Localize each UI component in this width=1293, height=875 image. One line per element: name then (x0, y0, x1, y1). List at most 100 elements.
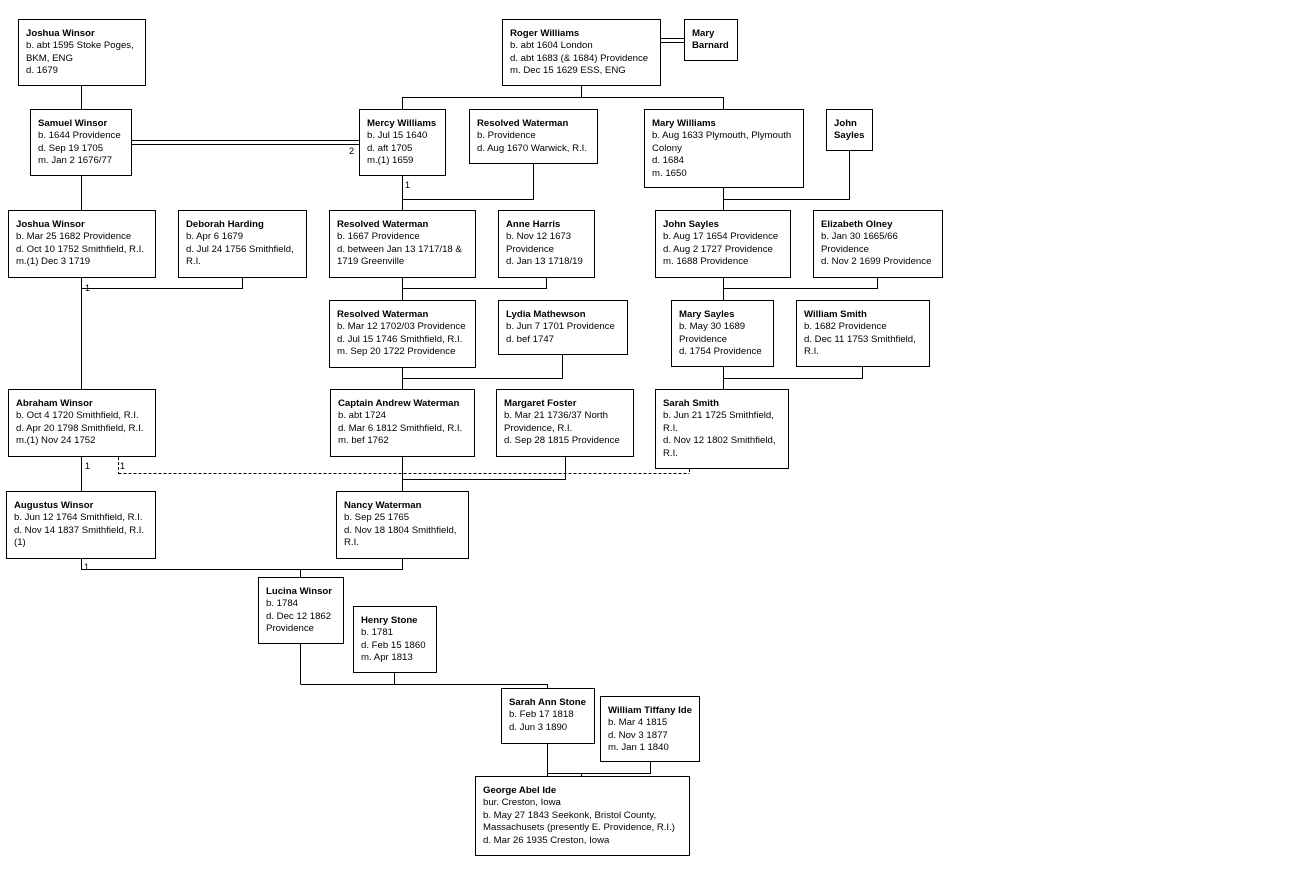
person-box-john-sayles[interactable]: John Sayles b. Aug 17 1654 Providence d.… (655, 210, 791, 278)
person-detail: m.(1) Nov 24 1752 (16, 435, 96, 447)
person-box-joshua-winsor-1595[interactable]: Joshua Winsor b. abt 1595 Stoke Poges, B… (18, 19, 146, 86)
person-detail: b. Mar 4 1815 (608, 717, 668, 729)
person-box-sarah-ann-stone[interactable]: Sarah Ann Stone b. Feb 17 1818 d. Jun 3 … (501, 688, 595, 744)
person-detail: R.I. (663, 422, 678, 434)
person-detail: b. 1784 (266, 598, 299, 610)
person-detail: d. Nov 2 1699 Providence (821, 256, 932, 268)
person-detail: m. Jan 1 1840 (608, 742, 669, 754)
person-detail: Providence (821, 243, 869, 255)
marriage-index-label: 1 (84, 562, 90, 572)
person-detail: b. 1682 Providence (804, 321, 887, 333)
person-box-deborah-harding[interactable]: Deborah Harding b. Apr 6 1679 d. Jul 24 … (178, 210, 307, 278)
person-box-resolved-waterman-1667[interactable]: Resolved Waterman b. 1667 Providence d. … (329, 210, 476, 278)
marriage-index-label: 1 (85, 461, 91, 471)
person-detail: d. between Jan 13 1717/18 & (337, 243, 462, 255)
person-box-roger-williams[interactable]: Roger Williams b. abt 1604 London d. abt… (502, 19, 661, 86)
person-detail: d. Oct 10 1752 Smithfield, R.I. (16, 243, 144, 255)
person-detail: R.I. (804, 346, 819, 358)
person-box-resolved-waterman-1702[interactable]: Resolved Waterman b. Mar 12 1702/03 Prov… (329, 300, 476, 368)
person-name: Henry Stone (361, 615, 418, 626)
person-box-sarah-smith[interactable]: Sarah Smith b. Jun 21 1725 Smithfield, R… (655, 389, 789, 469)
person-detail: m. 1650 (652, 167, 687, 179)
person-name: Margaret Foster (504, 398, 577, 409)
person-box-captain-andrew-waterman[interactable]: Captain Andrew Waterman b. abt 1724 d. M… (330, 389, 475, 457)
person-name: Lydia Mathewson (506, 309, 586, 320)
person-detail: d. Dec 11 1753 Smithfield, (804, 333, 916, 345)
person-detail: bur. Creston, Iowa (483, 797, 561, 809)
person-detail: b. Aug 1633 Plymouth, Plymouth (652, 130, 792, 142)
person-box-lucina-winsor[interactable]: Lucina Winsor b. 1784 d. Dec 12 1862 Pro… (258, 577, 344, 644)
person-box-william-tiffany-ide[interactable]: William Tiffany Ide b. Mar 4 1815 d. Nov… (600, 696, 700, 762)
person-detail: Providence, R.I. (504, 422, 573, 434)
person-box-elizabeth-olney[interactable]: Elizabeth Olney b. Jan 30 1665/66 Provid… (813, 210, 943, 278)
person-detail: m.(1) Dec 3 1719 (16, 256, 91, 268)
person-box-mary-sayles[interactable]: Mary Sayles b. May 30 1689 Providence d.… (671, 300, 774, 367)
person-detail: d. abt 1683 (& 1684) Providence (510, 52, 649, 64)
person-detail: d. Dec 12 1862 (266, 610, 332, 622)
person-name: Joshua Winsor (16, 219, 85, 230)
person-detail: b. Jan 30 1665/66 (821, 231, 898, 243)
person-name: Mary (692, 28, 715, 39)
person-detail: d. 1754 Providence (679, 346, 762, 358)
person-box-mary-barnard[interactable]: Mary Barnard (684, 19, 738, 61)
person-detail: b. Sep 25 1765 (344, 512, 410, 524)
person-name: Resolved Waterman (477, 118, 569, 129)
person-detail: m. Sep 20 1722 Providence (337, 346, 456, 358)
person-box-william-smith[interactable]: William Smith b. 1682 Providence d. Dec … (796, 300, 930, 367)
person-detail: b. May 30 1689 (679, 321, 746, 333)
person-name: Samuel Winsor (38, 118, 108, 129)
person-name-surname: Barnard (692, 40, 729, 52)
person-name: Augustus Winsor (14, 500, 94, 511)
person-detail: b. Providence (477, 130, 536, 142)
person-detail: m. bef 1762 (338, 435, 389, 447)
person-detail: m.(1) 1659 (367, 155, 414, 167)
person-detail: d. Sep 19 1705 (38, 142, 104, 154)
person-detail: BKM, ENG (26, 52, 73, 64)
person-box-mercy-williams[interactable]: Mercy Williams b. Jul 15 1640 d. aft 170… (359, 109, 446, 176)
person-name: Deborah Harding (186, 219, 264, 230)
person-box-john-sayles-sr[interactable]: John Sayles (826, 109, 873, 151)
person-box-george-abel-ide[interactable]: George Abel Ide bur. Creston, Iowa b. Ma… (475, 776, 690, 856)
person-detail: b. May 27 1843 Seekonk, Bristol County, (483, 809, 657, 821)
person-name: Sarah Ann Stone (509, 697, 586, 708)
person-detail: m. Apr 1813 (361, 652, 413, 664)
person-box-samuel-winsor[interactable]: Samuel Winsor b. 1644 Providence d. Sep … (30, 109, 132, 176)
person-box-abraham-winsor[interactable]: Abraham Winsor b. Oct 4 1720 Smithfield,… (8, 389, 156, 457)
person-box-mary-williams[interactable]: Mary Williams b. Aug 1633 Plymouth, Plym… (644, 109, 804, 188)
person-box-margaret-foster[interactable]: Margaret Foster b. Mar 21 1736/37 North … (496, 389, 634, 457)
person-name: Lucina Winsor (266, 586, 333, 597)
person-detail: Providence (679, 333, 727, 345)
person-name: Resolved Waterman (337, 219, 429, 230)
person-detail: d. Jul 15 1746 Smithfield, R.I. (337, 333, 463, 345)
person-box-joshua-winsor-1682[interactable]: Joshua Winsor b. Mar 25 1682 Providence … (8, 210, 156, 278)
person-detail: b. Jun 21 1725 Smithfield, (663, 410, 774, 422)
person-name: Sarah Smith (663, 398, 719, 409)
person-detail: d. Sep 28 1815 Providence (504, 435, 620, 447)
person-detail: m. Jan 2 1676/77 (38, 155, 113, 167)
person-box-henry-stone[interactable]: Henry Stone b. 1781 d. Feb 15 1860 m. Ap… (353, 606, 437, 673)
person-detail: b. abt 1724 (338, 410, 387, 422)
person-name: William Smith (804, 309, 867, 320)
person-detail: R.I. (186, 256, 201, 268)
person-name: William Tiffany Ide (608, 705, 692, 716)
marriage-index-label: 1 (120, 461, 126, 471)
person-box-resolved-waterman-providence[interactable]: Resolved Waterman b. Providence d. Aug 1… (469, 109, 598, 164)
person-detail: b. Jun 12 1764 Smithfield, R.I. (14, 512, 143, 524)
person-detail: d. aft 1705 (367, 142, 413, 154)
person-name: Elizabeth Olney (821, 219, 893, 230)
person-box-nancy-waterman[interactable]: Nancy Waterman b. Sep 25 1765 d. Nov 18 … (336, 491, 469, 559)
person-name: Mary Sayles (679, 309, 735, 320)
marriage-index-label: 1 (85, 283, 91, 293)
person-detail: b. 1781 (361, 627, 394, 639)
person-name: John Sayles (663, 219, 719, 230)
person-box-anne-harris[interactable]: Anne Harris b. Nov 12 1673 Providence d.… (498, 210, 595, 278)
person-name-surname: Sayles (834, 130, 865, 142)
person-detail: b. Aug 17 1654 Providence (663, 231, 779, 243)
person-box-lydia-mathewson[interactable]: Lydia Mathewson b. Jun 7 1701 Providence… (498, 300, 628, 355)
person-detail: b. Mar 25 1682 Providence (16, 231, 132, 243)
person-detail: d. Aug 1670 Warwick, R.I. (477, 142, 588, 154)
person-box-augustus-winsor[interactable]: Augustus Winsor b. Jun 12 1764 Smithfiel… (6, 491, 156, 559)
person-detail: d. 1684 (652, 155, 685, 167)
